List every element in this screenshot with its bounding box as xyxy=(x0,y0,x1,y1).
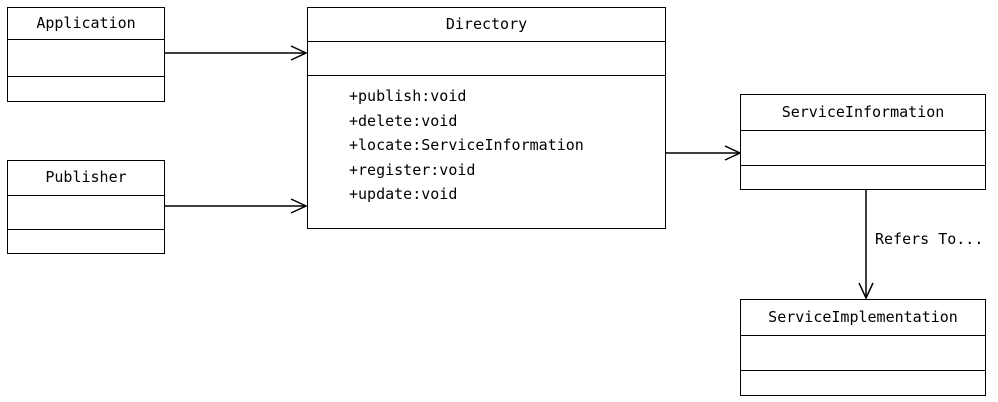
class-publisher-attributes xyxy=(8,196,164,230)
class-application-name: Application xyxy=(8,8,164,40)
arrowhead-publisher-directory xyxy=(290,198,308,214)
arrowhead-serviceinformation-serviceimplementation xyxy=(858,282,874,300)
class-application: Application xyxy=(7,7,165,102)
refers-to-label: Refers To... xyxy=(875,230,984,248)
class-serviceimplementation: ServiceImplementation xyxy=(740,299,986,396)
operation-publish: +publish:void xyxy=(349,87,467,105)
arrowhead-application-directory xyxy=(290,45,308,61)
operation-update: +update:void xyxy=(349,185,458,203)
class-publisher: Publisher xyxy=(7,160,165,254)
class-application-attributes xyxy=(8,40,164,77)
class-serviceinformation: ServiceInformation xyxy=(740,94,986,190)
class-directory: Directory +publish:void +delete:void +lo… xyxy=(307,7,666,229)
class-publisher-name: Publisher xyxy=(8,161,164,196)
class-serviceimplementation-name: ServiceImplementation xyxy=(741,300,985,336)
class-directory-operations: +publish:void +delete:void +locate:Servi… xyxy=(308,76,665,207)
operation-register: +register:void xyxy=(349,160,476,179)
operation-locate: +locate:ServiceInformation xyxy=(349,136,584,154)
class-serviceinformation-attributes xyxy=(741,131,985,166)
class-serviceinformation-name: ServiceInformation xyxy=(741,95,985,131)
operation-delete: +delete:void xyxy=(349,111,458,130)
class-directory-name: Directory xyxy=(308,8,665,42)
class-directory-attributes xyxy=(308,42,665,76)
class-serviceimplementation-attributes xyxy=(741,336,985,371)
